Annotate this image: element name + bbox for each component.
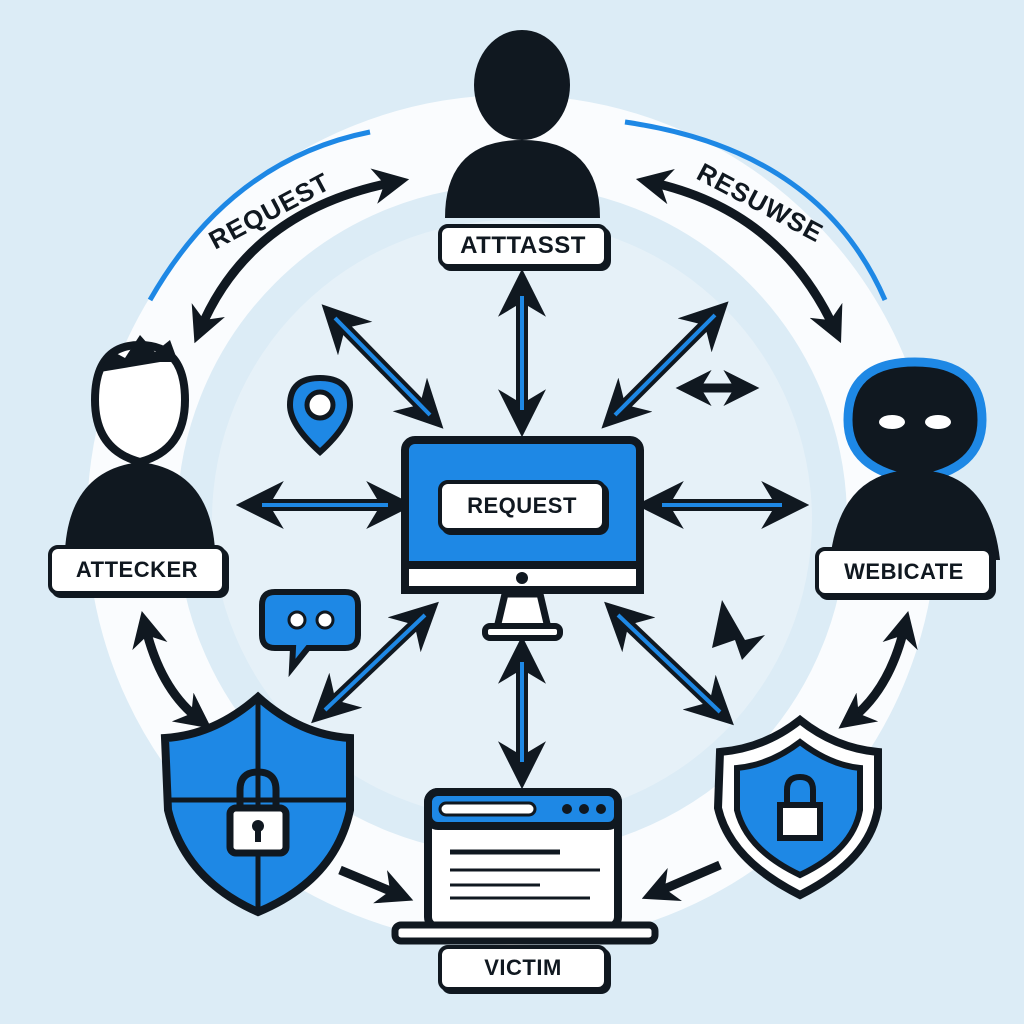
browser-window-icon [395, 792, 655, 941]
node-label-right: WEBICATE [815, 547, 993, 597]
node-label-top: ATTTASST [438, 224, 608, 268]
node-label-left: ATTECKER [48, 545, 226, 595]
node-label-bottom: VICTIM [438, 945, 608, 991]
node-label-center: REQUEST [438, 480, 606, 532]
